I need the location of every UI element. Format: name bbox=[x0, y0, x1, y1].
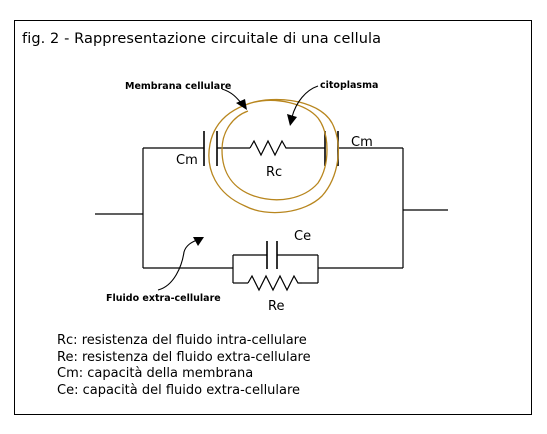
rc-label: Rc bbox=[266, 165, 282, 180]
membrane-label: Membrana cellulare bbox=[125, 81, 231, 92]
cm-right-label: Cm bbox=[351, 135, 373, 150]
cytoplasm-pointer-line bbox=[291, 85, 319, 118]
figure-title: fig. 2 - Rappresentazione circuitale di … bbox=[22, 31, 382, 47]
resistor-re bbox=[247, 274, 302, 292]
legend-item-rc: Rc: resistenza del fluido intra-cellular… bbox=[57, 333, 307, 348]
resistor-rc bbox=[249, 139, 290, 157]
figure-frame bbox=[14, 20, 532, 415]
legend-item-re: Re: resistenza del fluido extra-cellular… bbox=[57, 349, 311, 365]
capacitor-ce bbox=[266, 241, 278, 269]
extracellular-fluid-label: Fluido extra-cellulare bbox=[106, 293, 221, 304]
fluid-pointer-line bbox=[157, 239, 198, 291]
cytoplasm-label: citoplasma bbox=[320, 80, 378, 91]
legend-item-ce: Ce: capacità del fluido extra-cellulare bbox=[57, 382, 301, 398]
cytoplasm-arrowhead bbox=[287, 114, 297, 126]
fluid-arrowhead bbox=[193, 237, 204, 246]
membrane-arrowhead bbox=[236, 99, 247, 110]
legend: Rc: resistenza del fluido intra-cellular… bbox=[57, 333, 311, 399]
legend-item-cm: Cm: capacità della membrana bbox=[57, 366, 254, 381]
cm-left-label: Cm bbox=[176, 153, 198, 168]
re-label: Re bbox=[268, 299, 284, 314]
capacitor-cm-left bbox=[203, 131, 218, 166]
ce-label: Ce bbox=[294, 229, 311, 244]
cell-outline bbox=[208, 98, 339, 214]
